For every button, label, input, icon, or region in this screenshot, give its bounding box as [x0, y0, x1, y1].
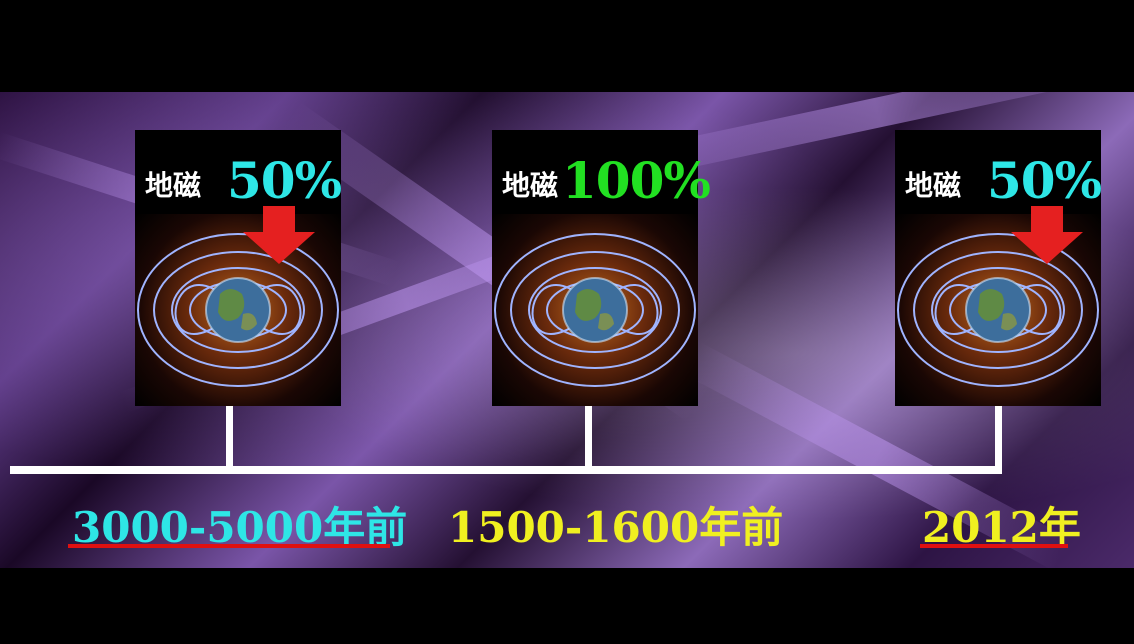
panel-header: 地磁 50%	[135, 130, 342, 214]
underline	[920, 544, 1068, 548]
down-arrow-icon	[1011, 206, 1083, 264]
panel-header: 地磁 50%	[895, 130, 1102, 214]
earth-magnetic-field-image	[135, 214, 341, 406]
timeline-label-1: 3000-5000年前	[72, 503, 408, 552]
magnetic-panel-2: 地磁 100%	[492, 130, 711, 406]
field-percent: 100%	[562, 151, 711, 210]
underline	[68, 544, 390, 548]
panel-header: 地磁 100%	[492, 130, 711, 214]
timeline-connector	[585, 406, 592, 472]
field-percent: 50%	[987, 151, 1102, 210]
timeline-line	[10, 466, 1002, 474]
timeline-label-2: 1500-1600年前	[448, 503, 784, 552]
timeline-connector	[226, 406, 233, 472]
magnetic-panel-1: 地磁 50%	[135, 130, 342, 406]
field-label: 地磁	[905, 169, 962, 202]
field-label: 地磁	[145, 169, 202, 202]
timeline-connector	[995, 406, 1002, 472]
earth-magnetic-field-image	[492, 214, 698, 406]
timeline-label-3: 2012年	[922, 503, 1081, 552]
field-label: 地磁	[502, 169, 559, 202]
down-arrow-icon	[243, 206, 315, 264]
magnetic-panel-3: 地磁 50%	[895, 130, 1102, 406]
field-percent: 50%	[227, 151, 342, 210]
